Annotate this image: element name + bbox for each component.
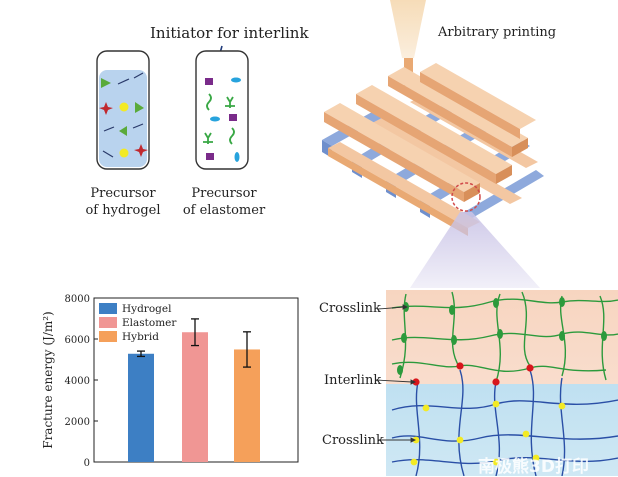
network-leaders: [375, 304, 417, 443]
y-tick-label: 6000: [65, 335, 90, 346]
hydrogel-label-line1: Precursor: [90, 186, 156, 201]
interlink-label: Interlink: [324, 373, 382, 388]
vials-illustration: [96, 45, 249, 170]
legend-swatch: [99, 317, 117, 328]
elastomer-network: [391, 291, 618, 383]
elastomer-label-line2: of elastomer: [182, 203, 266, 218]
y-tick-label: 4000: [65, 376, 90, 387]
crosslink-nodes-top: [397, 297, 607, 375]
y-tick-label: 8000: [65, 294, 90, 305]
crosslink-nodes-bottom: [410, 400, 566, 466]
y-tick-label: 2000: [65, 417, 90, 428]
y-tick-label: 0: [84, 458, 90, 469]
printing-label: Arbitrary printing: [438, 25, 557, 40]
callout-label: Initiator for interlink: [150, 24, 309, 42]
legend-label: Elastomer: [122, 317, 177, 329]
elastomer-precursor-label: Precursor of elastomer: [178, 185, 270, 219]
y-axis-label: Fracture energy (J/m²): [41, 311, 55, 449]
bar-elastomer: [182, 332, 208, 462]
elastomer-label-line1: Precursor: [191, 186, 257, 201]
legend-swatch: [99, 303, 117, 314]
legend-label: Hybrid: [122, 331, 159, 343]
legend-swatch: [99, 331, 117, 342]
watermark: 南极熊3D打印: [478, 457, 589, 477]
lattice-top-layer: [324, 63, 536, 202]
hydrogel-vial: [96, 50, 150, 170]
elastomer-vial: [195, 50, 249, 170]
crosslink-label-bottom: Crosslink: [322, 433, 384, 448]
hydrogel-precursor-label: Precursor of hydrogel: [78, 185, 168, 219]
interlink-nodes: [412, 362, 534, 386]
lattice-illustration: [322, 0, 544, 288]
bar-hydrogel: [128, 353, 154, 462]
zoom-circle: [451, 182, 481, 212]
zoom-cone: [410, 212, 540, 288]
network-illustration: [375, 290, 618, 476]
bar-hybrid: [234, 349, 260, 462]
hydrogel-label-line2: of hydrogel: [85, 203, 161, 218]
crosslink-label-top: Crosslink: [319, 301, 381, 316]
legend-label: Hydrogel: [122, 303, 172, 315]
